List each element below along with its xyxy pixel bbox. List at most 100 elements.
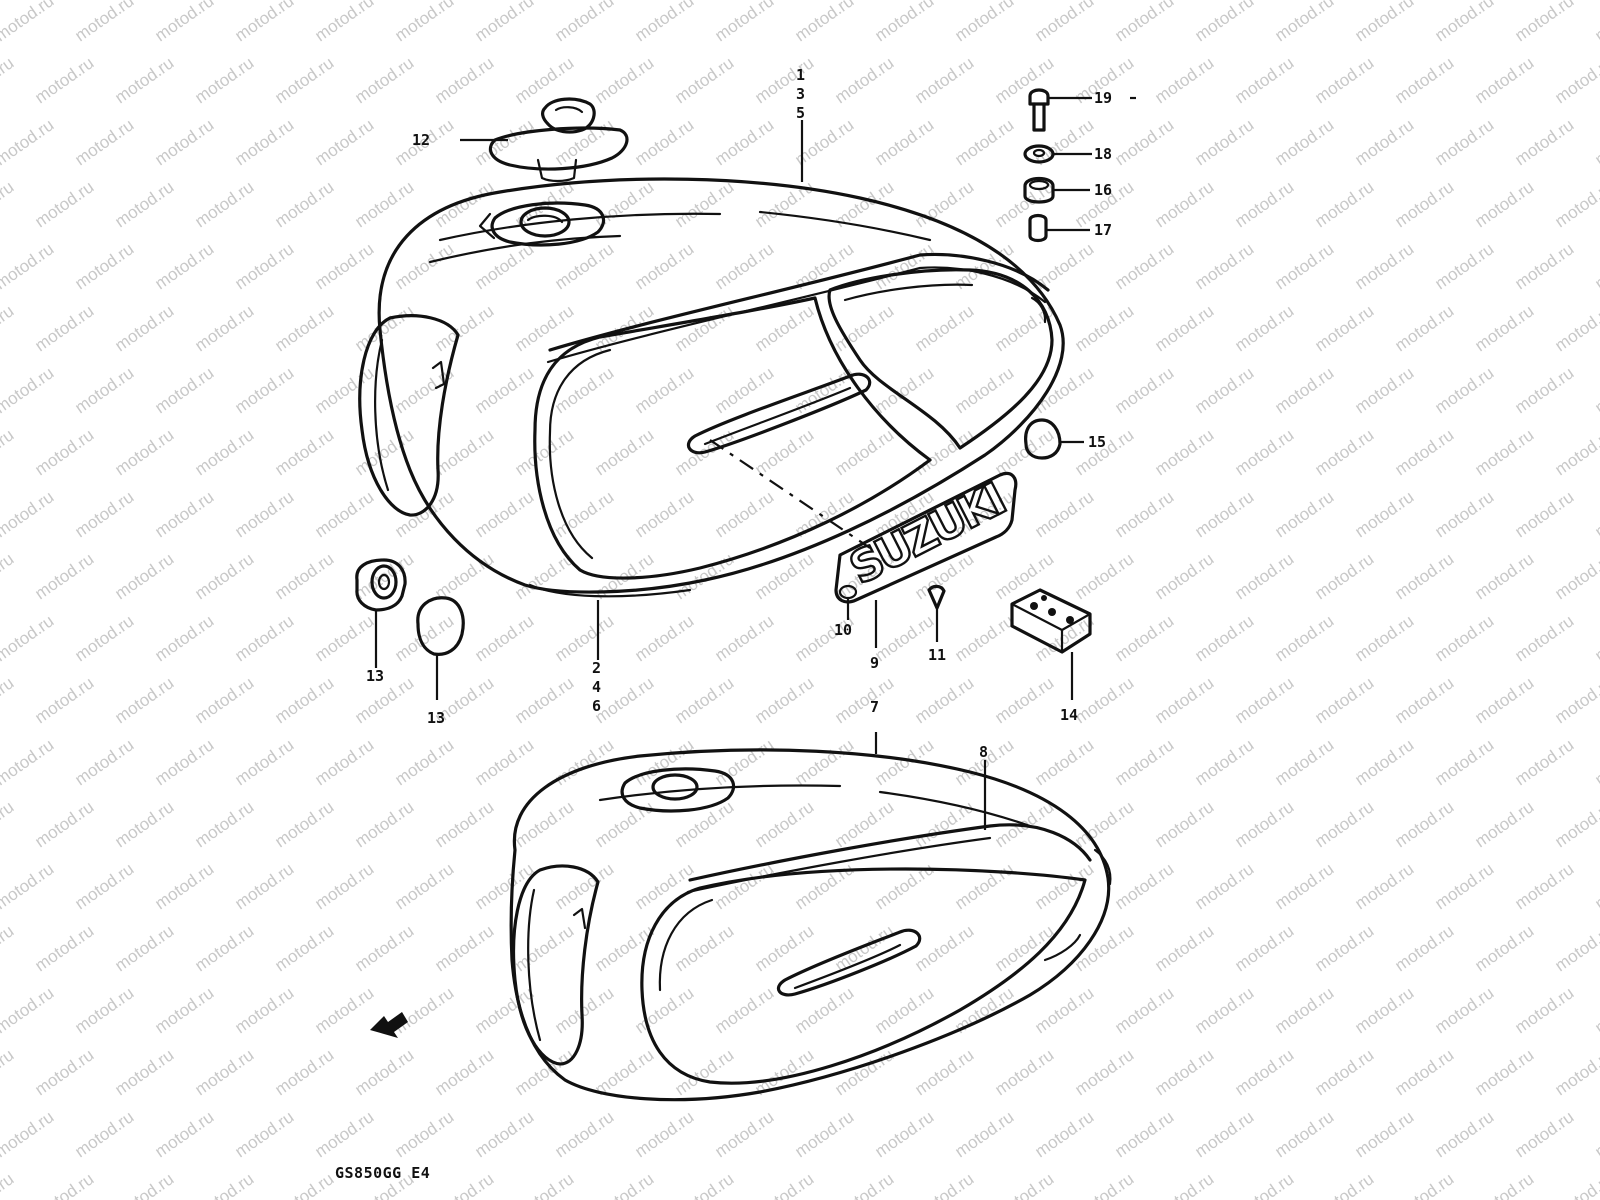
watermark-text: motod.ru	[1471, 301, 1537, 355]
watermark-text: motod.ru	[1351, 983, 1417, 1037]
watermark-text: motod.ru	[871, 859, 937, 913]
watermark-text: motod.ru	[1071, 301, 1137, 355]
watermark-text: motod.ru	[151, 983, 217, 1037]
watermark-text: motod.ru	[1111, 735, 1177, 789]
callout-12: 12	[412, 131, 430, 149]
watermark-text: motod.ru	[1071, 1169, 1137, 1200]
callout-18: 18	[1094, 145, 1112, 163]
watermark-text: motod.ru	[1271, 239, 1337, 293]
watermark-text: motod.ru	[1511, 735, 1577, 789]
watermark-text: motod.ru	[311, 363, 377, 417]
watermark-text: motod.ru	[1231, 673, 1297, 727]
callout-labels: 1 3 5 2 4 6 7 8 9 10 11 12 13 13 14 15 1…	[366, 66, 1112, 761]
watermark-text: motod.ru	[1111, 611, 1177, 665]
watermark-text: motod.ru	[1191, 0, 1257, 45]
watermark-text: motod.ru	[751, 53, 817, 107]
watermark-text: motod.ru	[1551, 1169, 1600, 1200]
watermark-text: motod.ru	[1031, 859, 1097, 913]
watermark-text: motod.ru	[111, 177, 177, 231]
watermark-text: motod.ru	[711, 487, 777, 541]
watermark-text: motod.ru	[1511, 239, 1577, 293]
callout-6: 6	[592, 697, 601, 715]
watermark-text: motod.ru	[1031, 983, 1097, 1037]
watermark-text: motod.ru	[1311, 425, 1377, 479]
watermark-text: motod.ru	[111, 549, 177, 603]
watermark-text: motod.ru	[1591, 363, 1600, 417]
watermark-text: motod.ru	[1151, 673, 1217, 727]
watermark-text: motod.ru	[1191, 611, 1257, 665]
watermark-text: motod.ru	[1511, 363, 1577, 417]
watermark-text: motod.ru	[0, 0, 57, 45]
watermark-text: motod.ru	[631, 363, 697, 417]
grommet-part	[1023, 176, 1055, 204]
watermark-text: motod.ru	[231, 239, 297, 293]
watermark-text: motod.ru	[111, 425, 177, 479]
watermark-text: motod.ru	[1431, 239, 1497, 293]
watermark-text: motod.ru	[31, 921, 97, 975]
watermark-text: motod.ru	[191, 1045, 257, 1099]
watermark-text: motod.ru	[431, 797, 497, 851]
watermark-text: motod.ru	[1311, 301, 1377, 355]
watermark-text: motod.ru	[791, 1107, 857, 1161]
watermark-text: motod.ru	[471, 611, 537, 665]
callout-5: 5	[796, 104, 805, 122]
watermark-text: motod.ru	[1151, 1045, 1217, 1099]
watermark-text: motod.ru	[1431, 487, 1497, 541]
watermark-text: motod.ru	[1391, 1169, 1457, 1200]
watermark-text: motod.ru	[711, 611, 777, 665]
watermark-text: motod.ru	[1551, 673, 1600, 727]
watermark-text: motod.ru	[391, 735, 457, 789]
watermark-text: motod.ru	[471, 859, 537, 913]
watermark-text: motod.ru	[351, 549, 417, 603]
watermark-text: motod.ru	[591, 797, 657, 851]
watermark-text: motod.ru	[0, 859, 57, 913]
watermark-text: motod.ru	[271, 425, 337, 479]
watermark-text: motod.ru	[0, 301, 17, 355]
watermark-text: motod.ru	[271, 797, 337, 851]
watermark-text: motod.ru	[1391, 797, 1457, 851]
watermark-text: motod.ru	[831, 673, 897, 727]
watermark-text: motod.ru	[311, 611, 377, 665]
watermark-text: motod.ru	[231, 487, 297, 541]
watermark-text: motod.ru	[31, 673, 97, 727]
watermark-text: motod.ru	[1271, 735, 1337, 789]
watermark-text: motod.ru	[1431, 859, 1497, 913]
watermark-text: motod.ru	[911, 53, 977, 107]
watermark-text: motod.ru	[1591, 611, 1600, 665]
watermark-text: motod.ru	[151, 735, 217, 789]
watermark-text: motod.ru	[951, 115, 1017, 169]
watermark-text: motod.ru	[1191, 487, 1257, 541]
watermark-text: motod.ru	[431, 177, 497, 231]
watermark-text: motod.ru	[1551, 797, 1600, 851]
watermark-text: motod.ru	[191, 53, 257, 107]
watermark-text: motod.ru	[671, 797, 737, 851]
watermark-text: motod.ru	[1191, 363, 1257, 417]
watermark-text: motod.ru	[351, 921, 417, 975]
watermark-text: motod.ru	[191, 1169, 257, 1200]
callout-8: 8	[979, 743, 988, 761]
watermark-text: motod.ru	[1551, 1045, 1600, 1099]
watermark-text: motod.ru	[271, 301, 337, 355]
watermark-text: motod.ru	[391, 239, 457, 293]
watermark-text: motod.ru	[511, 1169, 577, 1200]
watermark-text: motod.ru	[871, 115, 937, 169]
watermark-text: motod.ru	[1311, 921, 1377, 975]
callout-3: 3	[796, 85, 805, 103]
watermark-text: motod.ru	[231, 735, 297, 789]
watermark-text: motod.ru	[1431, 363, 1497, 417]
watermark-text: motod.ru	[751, 673, 817, 727]
watermark-text: motod.ru	[311, 735, 377, 789]
watermark-text: motod.ru	[1431, 735, 1497, 789]
watermark-text: motod.ru	[0, 425, 17, 479]
watermark-text: motod.ru	[1231, 1169, 1297, 1200]
watermark-text: motod.ru	[1551, 425, 1600, 479]
watermark-text: motod.ru	[1271, 983, 1337, 1037]
watermark-text: motod.ru	[1151, 301, 1217, 355]
callout-9: 9	[870, 654, 879, 672]
watermark-text: motod.ru	[151, 611, 217, 665]
watermark-text: motod.ru	[111, 797, 177, 851]
watermark-text: motod.ru	[0, 1169, 17, 1200]
watermark-text: motod.ru	[1351, 363, 1417, 417]
watermark-text: motod.ru	[191, 797, 257, 851]
